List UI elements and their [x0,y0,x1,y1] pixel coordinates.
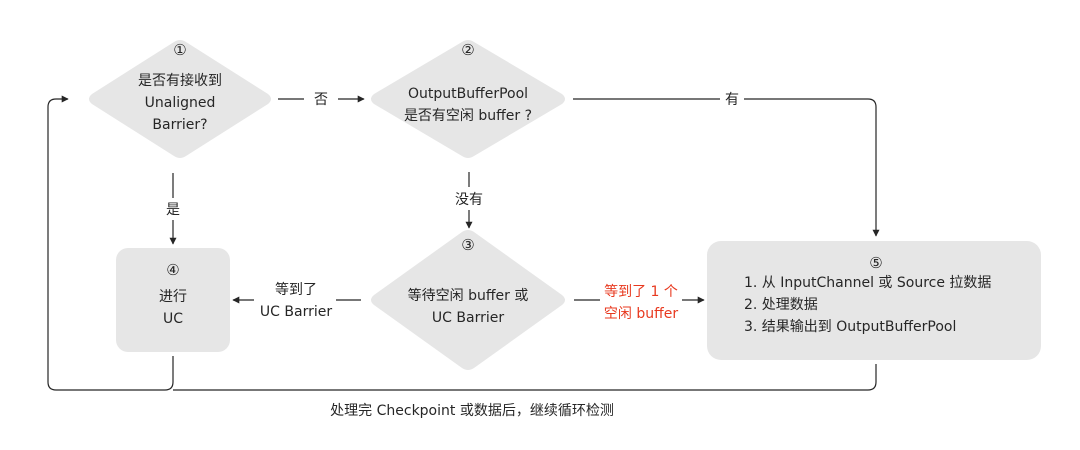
edge-label: 没有 [455,192,483,208]
node-label-line: 3. 结果输出到 OutputBufferPool [744,319,956,335]
decision-free-buffer: ② OutputBufferPool 是否有空闲 buffer ? [371,40,565,158]
node-label-line: 2. 处理数据 [744,297,818,313]
loop-caption: 处理完 Checkpoint 或数据后，继续循环检测 [330,402,614,419]
box-shape [116,248,230,352]
edge-got-barrier: 等到了 UC Barrier [232,281,361,320]
edge-has: 有 [573,92,880,237]
step-number: ④ [166,261,179,279]
edge-got-buffer: 等到了 1 个 空闲 buffer [574,283,705,322]
edge-label: 等到了 [275,281,317,298]
step-number: ① [173,41,186,59]
loop-line-left [47,95,174,391]
edge-label: 有 [725,92,739,108]
edge-label: 否 [314,92,328,108]
wait-buffer-or-barrier: ③ 等待空闲 buffer 或 UC Barrier [371,230,565,370]
edge-label: 是 [166,202,180,218]
step-number: ③ [461,236,474,254]
diamond-shape [89,40,271,158]
node-label-line: OutputBufferPool [408,86,528,102]
edge-no: 否 [278,92,365,108]
node-label-line: UC Barrier [432,310,504,326]
edge-label-highlight: 等到了 1 个 [604,283,678,300]
edge-loop-back [47,95,877,391]
process-data: ⑤ 1. 从 InputChannel 或 Source 拉数据 2. 处理数据… [707,241,1041,360]
edge-yes: 是 [166,173,180,245]
edge-label-highlight: 空闲 buffer [604,306,678,322]
node-label-line: 1. 从 InputChannel 或 Source 拉数据 [744,275,991,291]
step-number: ⑤ [869,254,882,272]
node-label-line: UC [163,311,183,327]
edge-arrow [744,98,880,237]
node-label-line: 进行 [159,289,187,305]
step-number: ② [461,41,474,59]
box-shape [707,241,1041,360]
diamond-shape [371,40,565,158]
diamond-shape [371,230,565,370]
loop-line-right [173,364,877,391]
node-label-line: 是否有接收到 [138,72,222,89]
node-label-line: Barrier? [152,117,207,133]
process-uc: ④ 进行 UC [116,248,230,352]
node-label-line: 等待空闲 buffer 或 [408,287,529,304]
node-label-line: Unaligned [145,95,216,111]
edge-none: 没有 [455,172,483,229]
edge-label: UC Barrier [260,304,332,320]
node-label-line: 是否有空闲 buffer ? [404,108,532,124]
decision-unaligned-barrier: ① 是否有接收到 Unaligned Barrier? [89,40,271,158]
